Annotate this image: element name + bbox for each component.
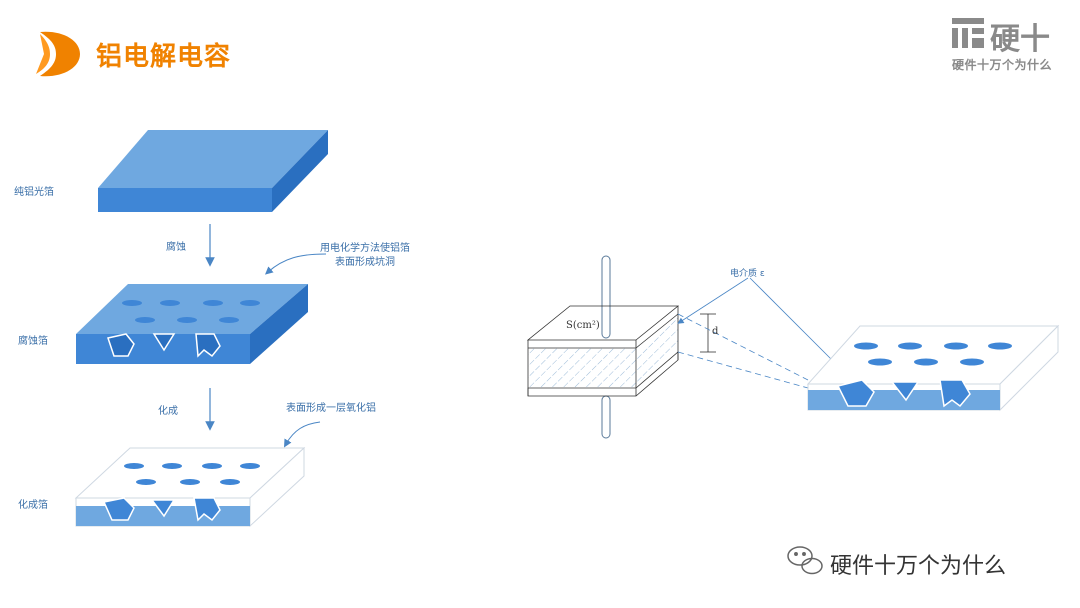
step1-note-line1: 用电化学方法使铝箔 — [320, 243, 410, 254]
stage3-label: 化成箔 — [18, 500, 48, 511]
thickness-label: d — [712, 326, 719, 337]
area-label: S(cm²) — [566, 320, 600, 331]
brand-name: 硬十 — [990, 22, 1050, 57]
note-arrow-2 — [284, 421, 321, 448]
step1-label: 腐蚀 — [166, 242, 186, 253]
step2-label: 化成 — [158, 406, 178, 417]
step1-note-line2: 表面形成坑洞 — [335, 257, 395, 268]
wechat-icon — [787, 546, 823, 575]
etched-foil-block — [76, 284, 308, 364]
bottom-terminal — [601, 395, 611, 439]
brand-subtitle: 硬件十万个为什么 — [952, 58, 1053, 72]
zoomed-foil-block — [806, 324, 1060, 412]
note-arrow-1 — [264, 253, 327, 275]
step1-note: 用电化学方法使铝箔 表面形成坑洞 — [320, 242, 410, 270]
step2-note: 表面形成一层氧化铝 — [286, 403, 376, 414]
plain-foil-block — [98, 130, 328, 212]
dielectric-label: 电介质 ε — [730, 269, 765, 279]
stage1-label: 纯铝光箔 — [14, 187, 54, 198]
zoom-lines — [677, 313, 809, 389]
top-terminal — [601, 255, 611, 339]
footer-text: 硬件十万个为什么 — [830, 554, 1007, 579]
stage2-label: 腐蚀箔 — [18, 336, 48, 347]
dielectric-pointers — [677, 277, 841, 369]
formed-foil-block — [74, 446, 306, 528]
page-title: 铝电解电容 — [96, 42, 232, 72]
capacitor-diagram — [526, 255, 716, 439]
